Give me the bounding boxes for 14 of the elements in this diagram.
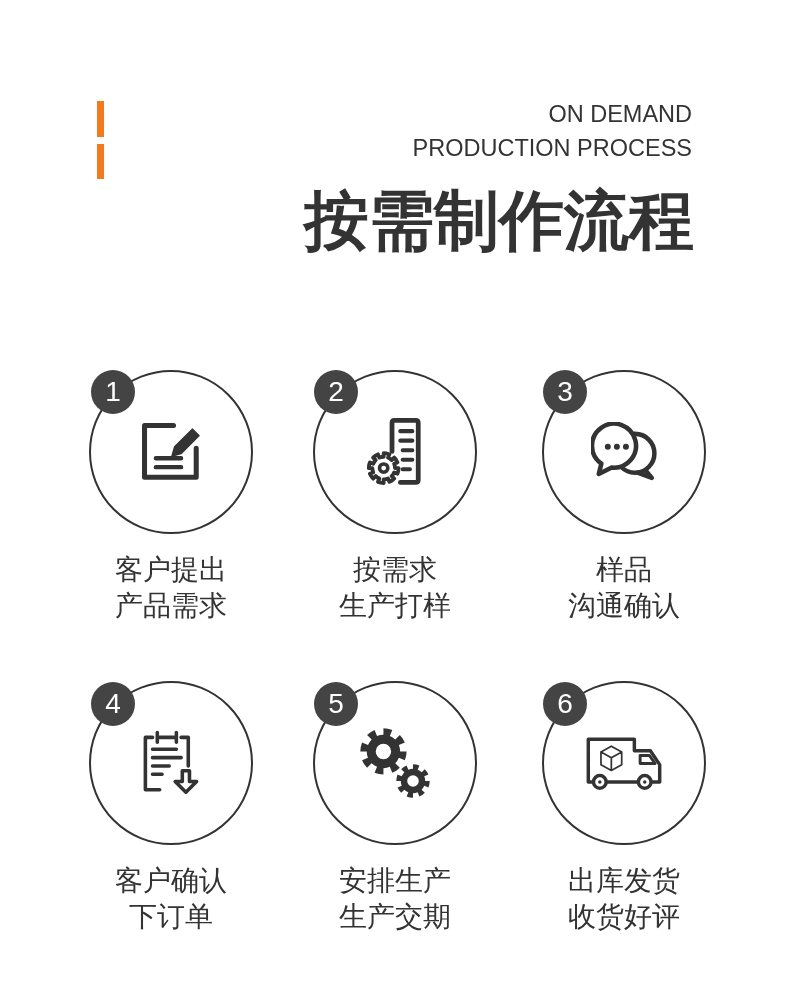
step-label: 客户确认下订单 — [114, 864, 228, 934]
step-circle — [313, 681, 477, 845]
step-circle — [89, 370, 253, 534]
step-circle — [313, 370, 477, 534]
step-label: 按需求生产打样 — [338, 553, 452, 623]
step-label: 样品沟通确认 — [567, 553, 681, 623]
step-circle — [542, 370, 706, 534]
step-label: 客户提出产品需求 — [114, 553, 228, 623]
subtitle: ON DEMAND PRODUCTION PROCESS — [411, 100, 692, 163]
step-label: 出库发货收货好评 — [567, 864, 681, 934]
step-circle — [542, 681, 706, 845]
title: 按需制作流程 — [304, 183, 694, 259]
step-circle — [89, 681, 253, 845]
step-label: 安排生产生产交期 — [338, 864, 452, 934]
